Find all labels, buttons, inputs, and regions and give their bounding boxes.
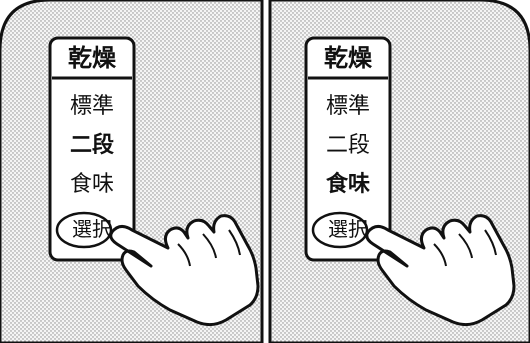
right-panel-text: 乾燥 標準 二段 食味 選択 xyxy=(306,0,390,343)
right-option-two-stage: 二段 xyxy=(325,133,370,158)
left-select-button-label: 選択 xyxy=(72,217,112,241)
right-option-standard: 標準 xyxy=(325,94,370,119)
left-panel-text: 乾燥 標準 二段 食味 選択 xyxy=(50,0,134,343)
left-panel-title: 乾燥 xyxy=(68,44,116,72)
left-select-button[interactable] xyxy=(55,211,113,249)
right-select-button-label: 選択 xyxy=(328,217,368,241)
left-option-taste: 食味 xyxy=(69,172,114,197)
left-hand-pointer-icon xyxy=(109,214,260,327)
right-option-taste: 食味 xyxy=(325,172,370,197)
left-option-two-stage: 二段 xyxy=(69,133,114,158)
left-option-standard: 標準 xyxy=(69,94,114,119)
right-panel-title: 乾燥 xyxy=(324,44,372,72)
left-control-panel xyxy=(48,36,136,262)
right-control-panel xyxy=(304,36,392,262)
right-select-button[interactable] xyxy=(311,211,369,249)
right-hand-pointer-icon xyxy=(365,214,516,327)
